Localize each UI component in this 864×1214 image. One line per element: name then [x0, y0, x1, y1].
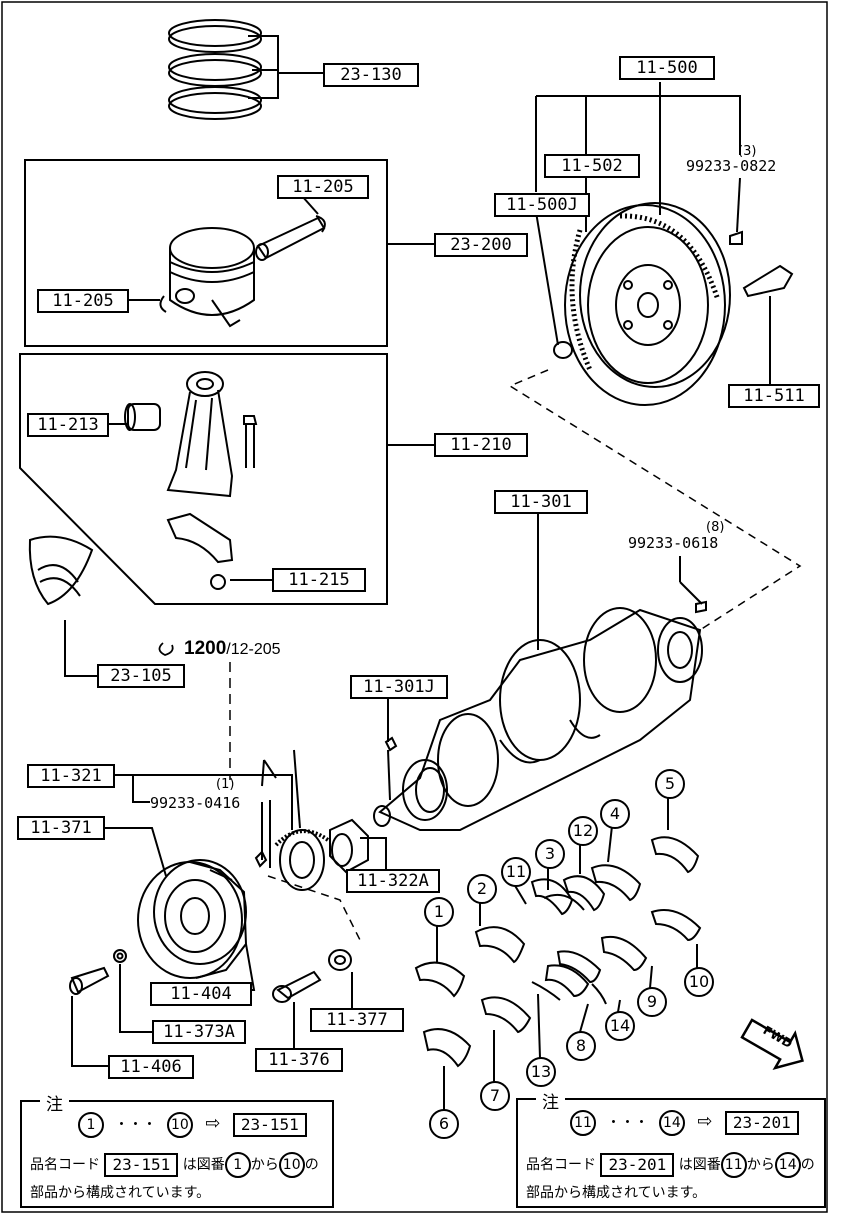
note-right-title: 注 — [536, 1088, 565, 1113]
bearing-number-5[interactable]: 5 — [655, 769, 685, 799]
note-left-prefix: 品名コード — [30, 1157, 100, 1173]
bearing-number-7[interactable]: 7 — [480, 1081, 510, 1111]
part-crank-pin: 99233-0618 — [628, 534, 719, 552]
bearing-number-3[interactable]: 3 — [535, 839, 565, 869]
note-left-sep: ・・・ — [114, 1117, 157, 1133]
bearing-number-1[interactable]: 1 — [424, 897, 454, 927]
bearing-number-2[interactable]: 2 — [467, 874, 497, 904]
note-right-arrow: ⇨ — [697, 1111, 713, 1132]
label-flywheel-sub[interactable]: 11-500J — [494, 193, 590, 217]
label-conrod-assy[interactable]: 11-210 — [434, 433, 528, 457]
conrod-box — [19, 353, 388, 605]
note-left-no: の — [304, 1157, 319, 1173]
label-crank-pulley[interactable]: 11-371 — [17, 816, 105, 840]
note-right-start: 11 — [570, 1110, 596, 1136]
note-left-code[interactable]: 23-151 — [232, 1113, 307, 1137]
label-rings[interactable]: 23-130 — [323, 63, 419, 87]
conrod-drawing — [124, 371, 258, 590]
bearing-number-6[interactable]: 6 — [429, 1109, 459, 1139]
label-crank-key[interactable]: 11-301J — [350, 675, 448, 699]
bearing-number-8[interactable]: 8 — [566, 1031, 596, 1061]
bearing-number-11[interactable]: 11 — [501, 857, 531, 887]
note-right-prefix: 品名コード — [526, 1157, 596, 1173]
qty-pulley-key: (1) — [216, 777, 235, 792]
note-right-from: 11 — [720, 1152, 747, 1178]
qty-crank-pin: (8) — [706, 520, 725, 535]
crank-pulley-drawing — [69, 859, 352, 1003]
note-right-sep: ・・・ — [606, 1115, 649, 1131]
note-right-no: の — [800, 1157, 815, 1173]
main-bearings-drawing — [414, 836, 702, 1068]
crankshaft-drawing — [373, 600, 707, 831]
fwd-arrow — [740, 1018, 804, 1070]
label-pulley-hub[interactable]: 11-322A — [346, 869, 440, 893]
label-pin-clip-left[interactable]: 11-205 — [37, 289, 129, 313]
note-right-to: 14 — [774, 1152, 801, 1178]
note-right-code[interactable]: 23-201 — [724, 1111, 799, 1135]
note-right-range: 11 ・・・ 14 ⇨ 23-201 — [570, 1110, 799, 1136]
label-conrod-nut[interactable]: 11-215 — [272, 568, 366, 592]
bearing-number-4[interactable]: 4 — [600, 799, 630, 829]
note-left-range: 1 ・・・ 10 ⇨ 23-151 — [78, 1112, 307, 1138]
label-conrod-bush[interactable]: 11-213 — [27, 413, 109, 437]
note-left-from: 1 — [224, 1152, 251, 1178]
label-piston-assy[interactable]: 23-200 — [434, 233, 528, 257]
note-left-line1-code[interactable]: 23-151 — [104, 1153, 179, 1177]
label-flywheel[interactable]: 11-500 — [619, 56, 715, 80]
note-left-arrow: ⇨ — [205, 1113, 221, 1134]
label-damper[interactable]: 11-404 — [150, 982, 252, 1006]
bearing-number-10[interactable]: 10 — [684, 967, 714, 997]
label-pin-clip-top[interactable]: 11-205 — [277, 175, 369, 199]
label-bolt-b[interactable]: 11-376 — [255, 1048, 343, 1072]
bearing-number-14[interactable]: 14 — [605, 1011, 635, 1041]
note-right-kara: から — [746, 1157, 775, 1173]
label-timing-pulley[interactable]: 11-321 — [27, 764, 115, 788]
part-flywheel-pin: 99233-0822 — [686, 157, 777, 175]
label-washer-b[interactable]: 11-377 — [310, 1008, 404, 1032]
note-left-mid: は図番 — [182, 1157, 225, 1173]
label-ring-gear[interactable]: 11-502 — [544, 154, 640, 178]
reference-page[interactable]: 1200/12-205 — [184, 638, 281, 660]
reference-page-sub: /12-205 — [226, 641, 281, 658]
bearing-number-12[interactable]: 12 — [568, 816, 598, 846]
piston-drawing — [159, 215, 326, 328]
qty-flywheel-pin: (3) — [738, 144, 757, 159]
bearing-number-9[interactable]: 9 — [637, 987, 667, 1017]
conrod-bearing-drawing — [28, 535, 94, 606]
note-left-line2: 部品から構成されています。 — [30, 1185, 211, 1201]
piston-rings-drawing — [168, 19, 262, 120]
label-bearing-conrod[interactable]: 23-105 — [97, 664, 185, 688]
rings-leader — [248, 35, 279, 99]
note-left-start: 1 — [78, 1112, 104, 1138]
note-left-to: 10 — [278, 1152, 305, 1178]
label-washer-a[interactable]: 11-373A — [152, 1020, 246, 1044]
label-bolt-a[interactable]: 11-406 — [108, 1055, 194, 1079]
timing-pulley-drawing — [254, 818, 369, 891]
note-left-title: 注 — [40, 1090, 69, 1115]
label-bolt-flywheel[interactable]: 11-511 — [728, 384, 820, 408]
flywheel-drawing — [553, 202, 794, 406]
bearing-number-13[interactable]: 13 — [526, 1057, 556, 1087]
note-right-end: 14 — [658, 1110, 685, 1136]
note-left-end: 10 — [166, 1112, 193, 1138]
note-right-mid: は図番 — [678, 1157, 721, 1173]
note-right-line1-code[interactable]: 23-201 — [600, 1153, 675, 1177]
piston-box — [24, 159, 388, 347]
note-left-kara: から — [250, 1157, 279, 1173]
reference-icon — [158, 642, 174, 656]
label-crankshaft[interactable]: 11-301 — [494, 490, 588, 514]
page-frame — [1, 1, 828, 1213]
note-right-line2: 部品から構成されています。 — [526, 1185, 707, 1201]
part-pulley-key: 99233-0416 — [150, 794, 241, 812]
reference-page-number: 1200 — [184, 638, 227, 659]
